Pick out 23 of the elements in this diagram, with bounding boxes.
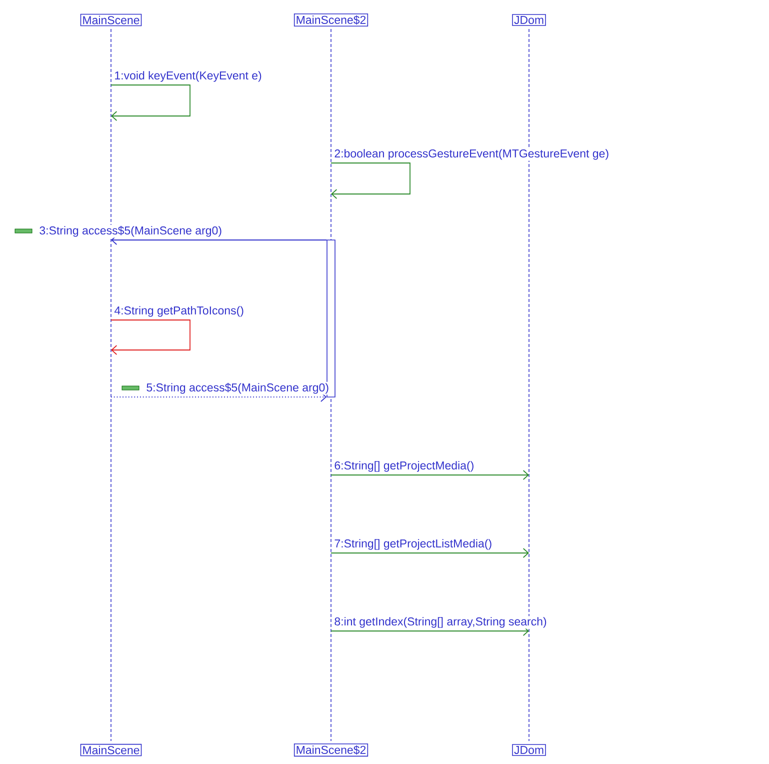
participant-box: MainScene bbox=[80, 744, 142, 756]
message-label: 3:String access$5(MainScene arg0) bbox=[38, 224, 224, 238]
message-label: 2:boolean processGestureEvent(MTGestureEvent ge) bbox=[333, 148, 610, 161]
message-label: 4:String getPathToIcons() bbox=[113, 305, 245, 318]
message-label: 1:void keyEvent(KeyEvent e) bbox=[113, 70, 263, 83]
message-arrow bbox=[330, 548, 529, 558]
participant-box: JDom bbox=[512, 14, 546, 26]
message-label: 6:String[] getProjectMedia() bbox=[333, 460, 476, 473]
message-arrow bbox=[110, 392, 327, 402]
participant-box: MainScene$2 bbox=[294, 743, 368, 757]
activation-bar bbox=[326, 240, 336, 398]
message-arrow bbox=[330, 626, 529, 636]
self-message-arrow bbox=[330, 162, 410, 199]
message-label: 5:String access$5(MainScene arg0) bbox=[145, 382, 330, 395]
message-label: 7:String[] getProjectListMedia() bbox=[333, 538, 494, 551]
participant-box: MainScene bbox=[80, 14, 142, 26]
participant-box: JDom bbox=[512, 744, 546, 756]
message-label: 8:int getIndex(String[] array,String search) bbox=[333, 616, 548, 629]
message-arrow bbox=[330, 470, 529, 480]
participant-box: MainScene$2 bbox=[294, 13, 368, 27]
self-message-arrow bbox=[110, 84, 190, 121]
message-arrow bbox=[111, 235, 328, 245]
self-message-arrow bbox=[110, 320, 190, 355]
